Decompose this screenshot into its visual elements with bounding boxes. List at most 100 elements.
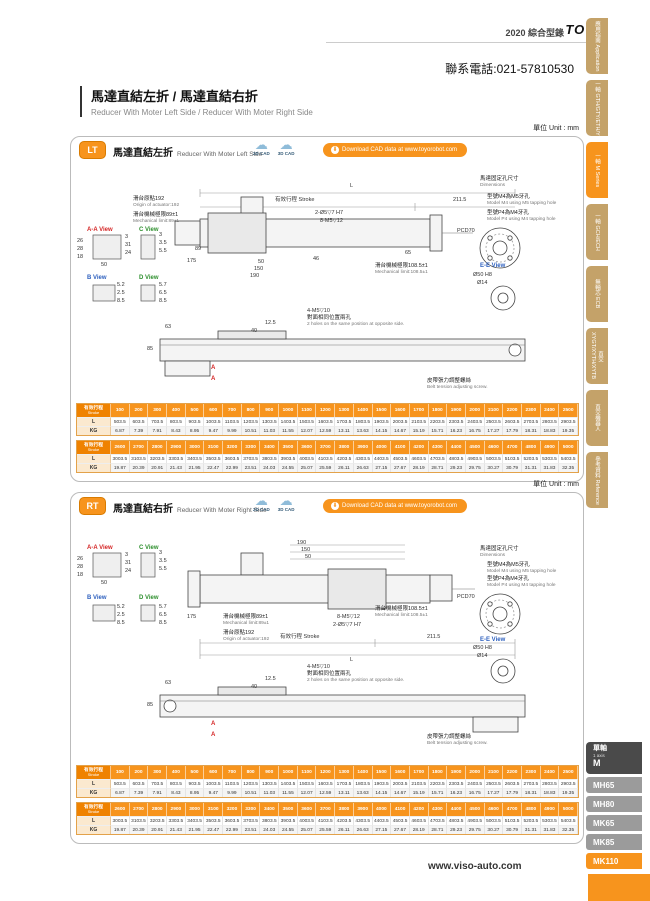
- drawing-label: 5.5: [159, 248, 167, 254]
- table-cell: 2503.5: [484, 417, 504, 426]
- table-col-header: 1700: [409, 766, 429, 779]
- axis-item-mk110[interactable]: MK110: [586, 853, 642, 869]
- cad-2d-button[interactable]: ☁ 2D CAD: [253, 137, 270, 156]
- drawing-label: L: [350, 183, 354, 189]
- table-cell: 4503.5: [391, 454, 410, 463]
- table-cell: 2903.5: [559, 779, 578, 788]
- cad-3d-button[interactable]: ☁ 3D CAD: [278, 138, 295, 156]
- drawing-label: PCD70: [457, 594, 475, 600]
- table-cell: 3003.5: [111, 816, 130, 825]
- table-cell: 17.79: [503, 426, 522, 435]
- table-cell: 32.35: [559, 825, 578, 834]
- drawing-label: 190: [250, 273, 260, 279]
- table-cell: 2603.5: [503, 779, 522, 788]
- table-cell: 21.43: [167, 463, 186, 472]
- table-col-header: 2600: [111, 803, 130, 816]
- table-col-header: 700: [223, 766, 242, 779]
- sidebar-tab-7[interactable]: 直交機器人: [586, 390, 608, 446]
- table-cell: 25.59: [316, 825, 336, 834]
- drawing-label: 24: [125, 568, 132, 574]
- sidebar-tab-5[interactable]: 無軸芯 ECB: [586, 266, 608, 322]
- cloud-icon: ☁: [254, 137, 268, 152]
- axis-header-series: M: [593, 758, 601, 769]
- sidebar-tab-8[interactable]: 參考資料 Reference: [586, 452, 608, 508]
- drawing-label: 211.5: [453, 197, 467, 203]
- drawing-label: Ø50 H8: [473, 272, 492, 278]
- cad-3d-button[interactable]: ☁ 3D CAD: [278, 493, 295, 512]
- drawing-label: Origin of actuator:192: [133, 203, 180, 208]
- view-label: A: [211, 376, 216, 382]
- table-col-header: 4700: [503, 441, 522, 454]
- table-cell: 19.35: [559, 788, 578, 797]
- sidebar-tab-4[interactable]: 一軸 GCH/ECH: [586, 204, 608, 260]
- panel-title-en: Reducer With Moter Right Side: [177, 507, 267, 514]
- axis-item-mk85[interactable]: MK85: [586, 834, 642, 850]
- axis-item-mk65[interactable]: MK65: [586, 815, 642, 831]
- view-label: A-A View: [87, 545, 113, 551]
- table-cell: 22.47: [204, 463, 224, 472]
- cloud-icon: ☁: [279, 493, 293, 508]
- table-cell: 9.47: [204, 426, 224, 435]
- table-cell: 3303.5: [167, 816, 186, 825]
- sidebar-tab-2[interactable]: 一軸 GTH/GTY/ETH/Y: [586, 80, 608, 136]
- table-cell: 4903.5: [465, 454, 485, 463]
- drawing-label: 46: [313, 256, 320, 262]
- drawing-label: 2-Ø5▽7 H7: [315, 210, 344, 216]
- table-cell: 2003.5: [391, 417, 410, 426]
- download-cad-button[interactable]: ⬇Download CAD data at www.toyorobot.com: [323, 499, 468, 513]
- drawing-label: 對面相同位置兩孔: [307, 315, 352, 321]
- drawing-label: 8.5: [159, 620, 167, 626]
- table-cell: 1703.5: [335, 417, 354, 426]
- table-col-header: 900: [260, 404, 280, 417]
- page-subtitle: Reducer With Moter Left Side / Reducer W…: [91, 108, 313, 117]
- table-col-header: 2800: [148, 441, 168, 454]
- table-col-header: 2200: [503, 766, 522, 779]
- table-col-header: 1800: [428, 404, 448, 417]
- axis-item-mh80[interactable]: MH80: [586, 796, 642, 812]
- table-cell: 2103.5: [409, 417, 429, 426]
- table-col-header: 1400: [353, 404, 373, 417]
- table-cell: 2003.5: [391, 779, 410, 788]
- table-cell: 2303.5: [447, 779, 466, 788]
- drawing-label: 8-M5▽12: [320, 218, 343, 224]
- drawing-label: 3: [159, 550, 163, 556]
- table-cell: 13.11: [335, 426, 354, 435]
- drawing-label: 型號P4為M4牙孔: [487, 210, 529, 216]
- table-col-header: 2200: [503, 404, 522, 417]
- table-cell: 15.19: [409, 788, 429, 797]
- table-cell: 1803.5: [353, 779, 373, 788]
- drawing-label: 12.5: [265, 320, 276, 326]
- corner-accent-block: [588, 874, 650, 901]
- table-col-header: 4800: [521, 803, 541, 816]
- sidebar-tab-6[interactable]: 直交 XYGT/XYTH/XYTB: [586, 328, 608, 384]
- cad-2d-button[interactable]: ☁ 2D CAD: [253, 493, 270, 512]
- table-cell: 11.55: [279, 426, 298, 435]
- sidebar-tab-3[interactable]: 一軸 M Series: [586, 142, 608, 198]
- table-row-label: KG: [77, 825, 111, 834]
- table-cell: 3403.5: [185, 816, 205, 825]
- table-col-header: 3600: [297, 441, 317, 454]
- cloud-icon: ☁: [254, 493, 268, 508]
- table-col-header: 3000: [185, 441, 205, 454]
- table-cell: 6.87: [111, 788, 130, 797]
- sidebar-tab-1[interactable]: 應用指南 Application: [586, 18, 608, 74]
- axis-item-mh65[interactable]: MH65: [586, 777, 642, 793]
- drawing-label: 190: [297, 540, 307, 546]
- table-cell: 803.5: [167, 417, 186, 426]
- table-col-header: 4600: [484, 441, 504, 454]
- drawing-label: PCD70: [457, 228, 475, 234]
- download-cad-button[interactable]: ⬇Download CAD data at www.toyorobot.com: [323, 143, 468, 157]
- cad-links: ☁ 2D CAD ☁ 3D CAD: [253, 137, 295, 156]
- table-col-header: 600: [204, 766, 224, 779]
- table-col-header: 2500: [559, 766, 578, 779]
- table-col-header: 200: [129, 766, 149, 779]
- drawing-label: 65: [405, 250, 412, 256]
- table-cell: 2603.5: [503, 417, 522, 426]
- table-col-header: 400: [167, 766, 186, 779]
- drawing-label: 85: [147, 702, 154, 708]
